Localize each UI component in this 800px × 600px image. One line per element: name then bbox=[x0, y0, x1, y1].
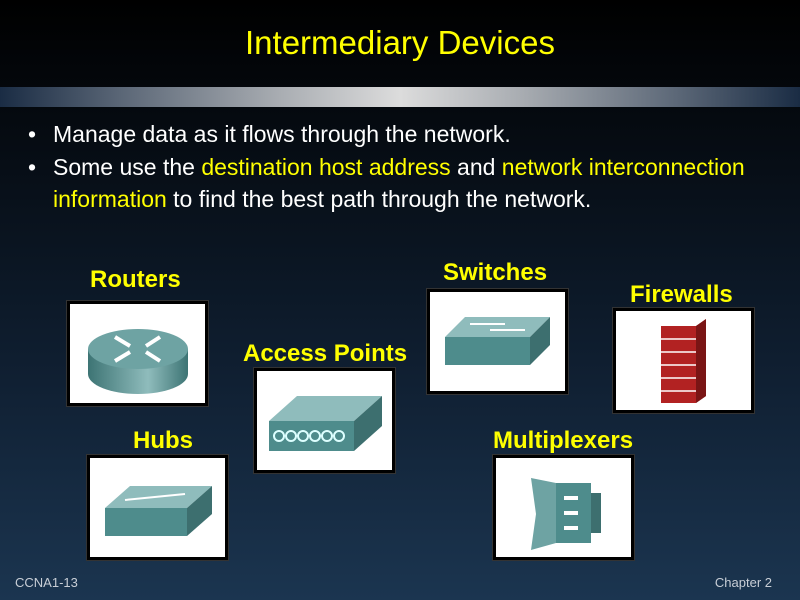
access-points-label: Access Points bbox=[243, 340, 408, 367]
footer-chapter: Chapter 2 bbox=[714, 575, 772, 590]
bullet-text: Some use the bbox=[53, 154, 202, 180]
bullet-text: Manage data as it flows through the netw… bbox=[53, 121, 511, 147]
slide-title: Intermediary Devices bbox=[245, 24, 555, 61]
hub-icon bbox=[86, 454, 229, 561]
highlight-text: destination host address bbox=[201, 154, 451, 180]
bullet-list: •Manage data as it flows through the net… bbox=[28, 118, 778, 216]
multiplexers-label: Multiplexers bbox=[493, 427, 634, 454]
bullet-text: and bbox=[450, 154, 502, 180]
multiplexer-icon bbox=[492, 454, 635, 561]
highlight-text: network interconnection information bbox=[53, 154, 745, 212]
access-point-icon bbox=[253, 367, 396, 474]
hubs-label: Hubs bbox=[133, 427, 193, 454]
bullet-text: to find the best path through the networ… bbox=[166, 186, 592, 212]
firewall-icon bbox=[612, 307, 755, 414]
bullet-item: •Some use the destination host address a… bbox=[28, 154, 745, 212]
title-divider bbox=[0, 87, 800, 107]
switches-label: Switches bbox=[443, 259, 548, 286]
firewalls-label: Firewalls bbox=[630, 281, 733, 308]
footer-course: CCNA1-13 bbox=[15, 575, 78, 590]
routers-label: Routers bbox=[90, 266, 181, 293]
bullet-item: •Manage data as it flows through the net… bbox=[28, 121, 511, 147]
router-icon bbox=[66, 300, 209, 407]
switch-icon bbox=[426, 288, 569, 395]
